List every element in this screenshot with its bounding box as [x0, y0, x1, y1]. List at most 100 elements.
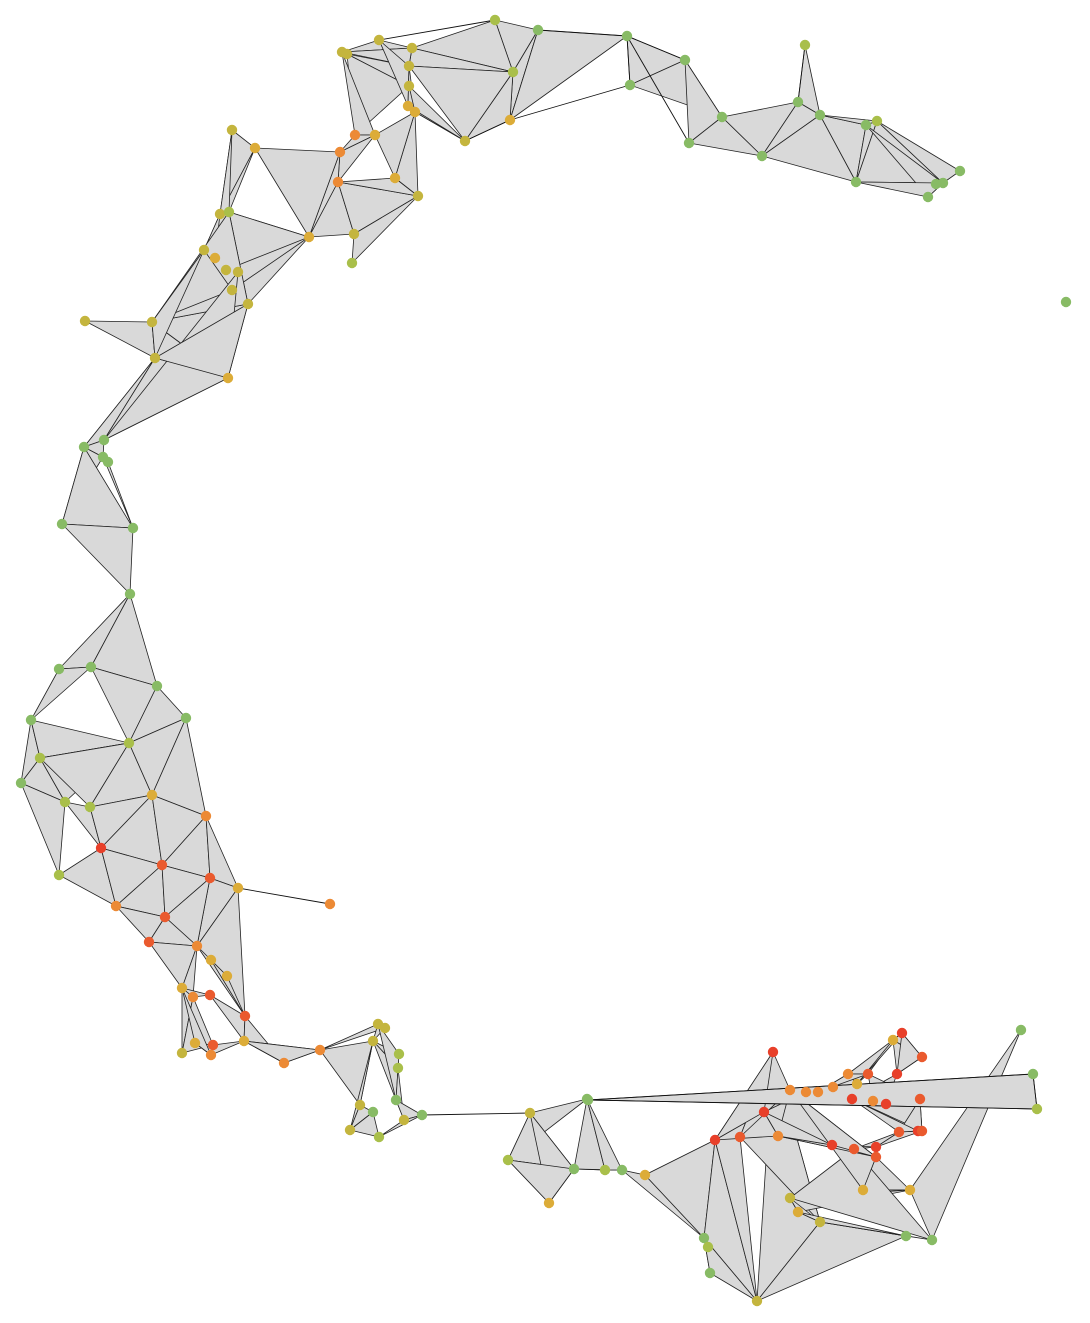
graph-node	[123, 737, 135, 749]
graph-node	[891, 1068, 903, 1080]
graph-node	[862, 1068, 874, 1080]
graph-node	[702, 1241, 714, 1253]
graph-node	[392, 1062, 404, 1074]
graph-node	[716, 111, 728, 123]
triangle-face	[587, 1073, 1038, 1110]
graph-node	[85, 661, 97, 673]
graph-node	[314, 1044, 326, 1056]
graph-node	[95, 842, 107, 854]
triangle-face	[84, 320, 156, 359]
graph-node	[204, 989, 216, 1001]
graph-node	[341, 48, 353, 60]
graph-node	[238, 1035, 250, 1047]
filled-triangles	[20, 19, 1038, 1302]
graph-node	[504, 114, 516, 126]
graph-node	[842, 1068, 854, 1080]
graph-node	[367, 1035, 379, 1047]
triangle-face	[30, 666, 92, 721]
graph-node	[922, 191, 934, 203]
graph-node	[621, 30, 633, 42]
triangle-face	[210, 959, 246, 1017]
graph-node	[56, 518, 68, 530]
graph-node	[851, 1078, 863, 1090]
graph-edge	[421, 1112, 531, 1116]
triangle-face	[408, 65, 514, 142]
graph-node	[348, 228, 360, 240]
triangle-face	[83, 439, 105, 458]
graph-node	[827, 1081, 839, 1093]
triangle-face	[586, 1098, 623, 1171]
graph-node	[180, 712, 192, 724]
graph-node	[226, 124, 238, 136]
graph-node	[239, 1010, 251, 1022]
graph-node	[792, 1206, 804, 1218]
graph-node	[59, 796, 71, 808]
graph-node	[205, 1049, 217, 1061]
graph-node	[398, 1114, 410, 1126]
graph-node	[354, 1099, 366, 1111]
graph-node	[459, 135, 471, 147]
graph-node	[151, 680, 163, 692]
triangle-face	[507, 1159, 575, 1204]
graph-node	[867, 1095, 879, 1107]
graph-edge	[237, 887, 331, 905]
graph-node	[53, 663, 65, 675]
graph-node	[187, 991, 199, 1003]
graph-node	[826, 1139, 838, 1151]
graph-node	[568, 1163, 580, 1175]
graph-node	[249, 142, 261, 154]
graph-node	[880, 1098, 892, 1110]
triangle-face	[909, 1029, 1022, 1241]
graph-node	[916, 1051, 928, 1063]
graph-node	[1031, 1103, 1043, 1115]
graph-node	[110, 900, 122, 912]
graph-node	[242, 298, 254, 310]
graph-node	[303, 231, 315, 243]
graph-node	[543, 1197, 555, 1209]
graph-node	[403, 60, 415, 72]
graph-node	[25, 714, 37, 726]
graph-node	[379, 1022, 391, 1034]
graph-edge	[537, 29, 628, 37]
graph-edge	[587, 1073, 1034, 1101]
graph-edge	[797, 44, 806, 103]
triangle-face	[61, 523, 134, 595]
graph-node	[624, 79, 636, 91]
graph-node	[896, 1027, 908, 1039]
graph-node	[78, 441, 90, 453]
graph-node	[373, 1131, 385, 1143]
graph-node	[954, 165, 966, 177]
graph-node	[916, 1125, 928, 1137]
graph-node	[639, 1169, 651, 1181]
graph-node	[207, 1039, 219, 1051]
triangle-face	[896, 1032, 923, 1075]
graph-node	[767, 1046, 779, 1058]
graph-node	[406, 42, 418, 54]
graph-node	[223, 206, 235, 218]
graph-node	[857, 1184, 869, 1196]
graph-node	[98, 434, 110, 446]
graph-node	[846, 1093, 858, 1105]
graph-node	[232, 882, 244, 894]
graph-node	[176, 1047, 188, 1059]
graph-node	[403, 80, 415, 92]
graph-node	[1015, 1024, 1027, 1036]
triangle-face	[855, 181, 944, 198]
graph-node	[15, 777, 27, 789]
graph-node	[226, 284, 238, 296]
graph-node	[332, 176, 344, 188]
graph-node	[709, 1134, 721, 1146]
graph-node	[887, 1034, 899, 1046]
graph-node	[176, 982, 188, 994]
graph-node	[507, 66, 519, 78]
graph-edge	[1032, 1073, 1038, 1110]
graph-node	[800, 1086, 812, 1098]
graph-node	[582, 1094, 594, 1106]
graph-node	[799, 39, 811, 51]
graph-node	[393, 1048, 405, 1060]
graph-node	[146, 789, 158, 801]
graph-node	[784, 1192, 796, 1204]
graph-node	[792, 96, 804, 108]
graph-node	[102, 456, 114, 468]
